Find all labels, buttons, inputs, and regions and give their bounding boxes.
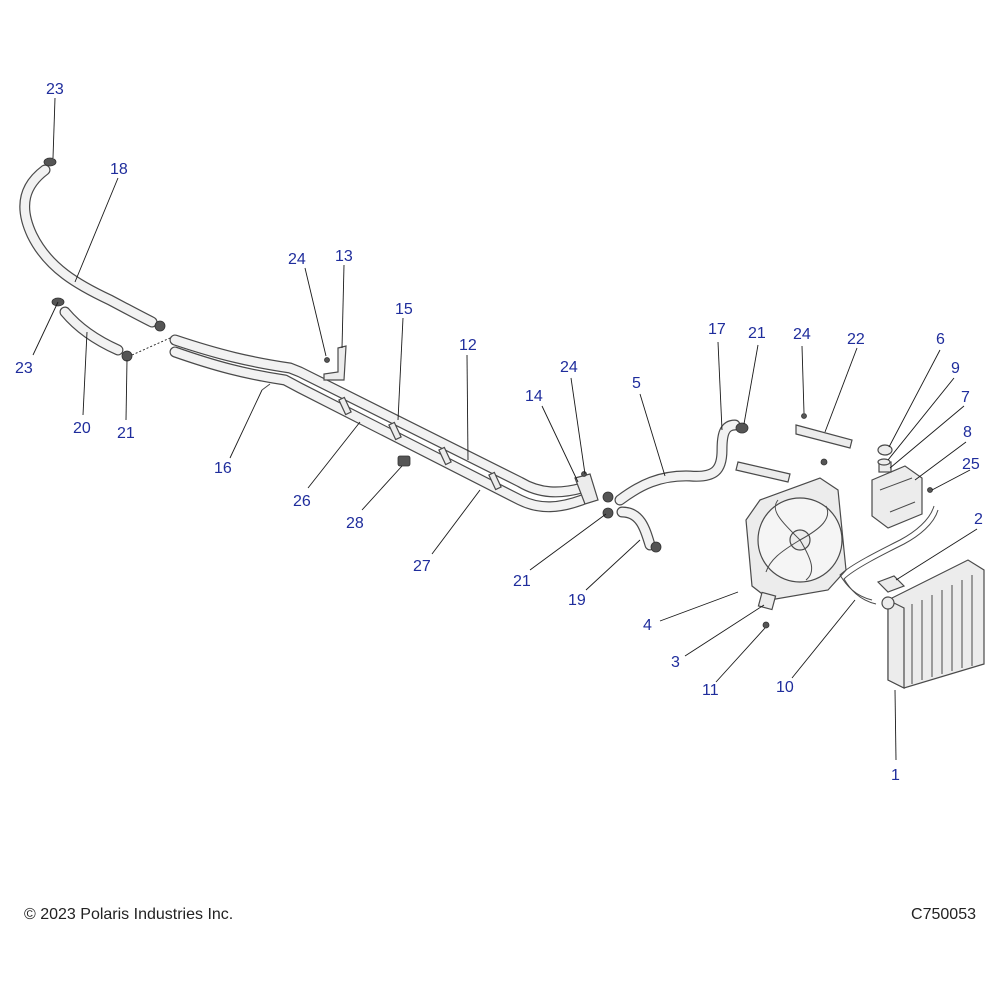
clamp-21-upper-right	[735, 422, 749, 434]
callout-14: 14	[525, 388, 543, 405]
clamp-23-top	[43, 157, 57, 167]
nut-upper	[820, 458, 828, 466]
copyright-notice: © 2023 Polaris Industries Inc.	[24, 906, 234, 923]
callout-labels: 23 18 23 20 21 24 13 16 15 12 26 28 27 2…	[15, 81, 983, 784]
callout-23: 23	[15, 360, 33, 377]
reservoir-8	[871, 465, 923, 529]
clip-25	[927, 487, 933, 493]
callout-23: 23	[46, 81, 64, 98]
callout-21: 21	[117, 425, 135, 442]
figure-id: C750053	[911, 906, 976, 923]
callout-10: 10	[776, 679, 794, 696]
radiator-1	[881, 559, 985, 689]
callout-22: 22	[847, 331, 865, 348]
callout-2: 2	[974, 511, 983, 528]
clamp-18-end	[154, 320, 166, 332]
callout-17: 17	[708, 321, 726, 338]
screw-16	[261, 383, 271, 391]
callout-1: 1	[891, 767, 900, 784]
callout-21: 21	[513, 573, 531, 590]
callout-13: 13	[335, 248, 353, 265]
cap-6	[877, 444, 893, 456]
callout-26: 26	[293, 493, 311, 510]
fan-assembly	[745, 477, 847, 611]
callout-20: 20	[73, 420, 91, 437]
clamp-21-mid-upper	[602, 491, 614, 503]
callout-5: 5	[632, 375, 641, 392]
overflow-hose-10-b	[843, 509, 939, 605]
callout-18: 18	[110, 161, 128, 178]
callout-8: 8	[963, 424, 972, 441]
hose-18	[19, 164, 158, 328]
parts-illustration	[19, 157, 985, 689]
hose-19	[616, 506, 656, 551]
hose-19-end-clamp	[650, 541, 662, 553]
callout-6: 6	[936, 331, 945, 348]
callout-3: 3	[671, 654, 680, 671]
bracket-2	[876, 575, 906, 593]
callout-24: 24	[288, 251, 306, 268]
clamp-21-mid-lower	[602, 507, 614, 519]
callout-11: 11	[702, 682, 719, 699]
bracket-22-lower	[735, 461, 791, 483]
callout-4: 4	[643, 617, 652, 634]
leader-lines	[32, 97, 978, 761]
callout-21: 21	[748, 325, 766, 342]
screw-24-mid	[581, 471, 587, 477]
callout-27: 27	[413, 558, 431, 575]
callout-19: 19	[568, 592, 586, 609]
bracket-22-upper	[795, 424, 853, 449]
callout-15: 15	[395, 301, 413, 318]
grommet-28	[397, 455, 411, 467]
hose-5-17	[614, 419, 741, 506]
callout-24: 24	[560, 359, 578, 376]
dashed-connector	[131, 337, 171, 356]
screw-24-right	[801, 413, 807, 419]
bracket-13	[323, 345, 347, 381]
seal-9	[877, 458, 891, 466]
hose-20	[59, 306, 124, 356]
clamp-21-left	[121, 350, 133, 362]
callout-7: 7	[961, 389, 970, 406]
callout-25: 25	[962, 456, 980, 473]
callout-24: 24	[793, 326, 811, 343]
tube-clips	[338, 396, 502, 491]
nut-11	[762, 621, 770, 629]
callout-12: 12	[459, 337, 477, 354]
tube-assembly-12	[169, 334, 588, 513]
callout-9: 9	[951, 360, 960, 377]
callout-28: 28	[346, 515, 364, 532]
callout-16: 16	[214, 460, 232, 477]
screw-24-left	[324, 357, 330, 363]
